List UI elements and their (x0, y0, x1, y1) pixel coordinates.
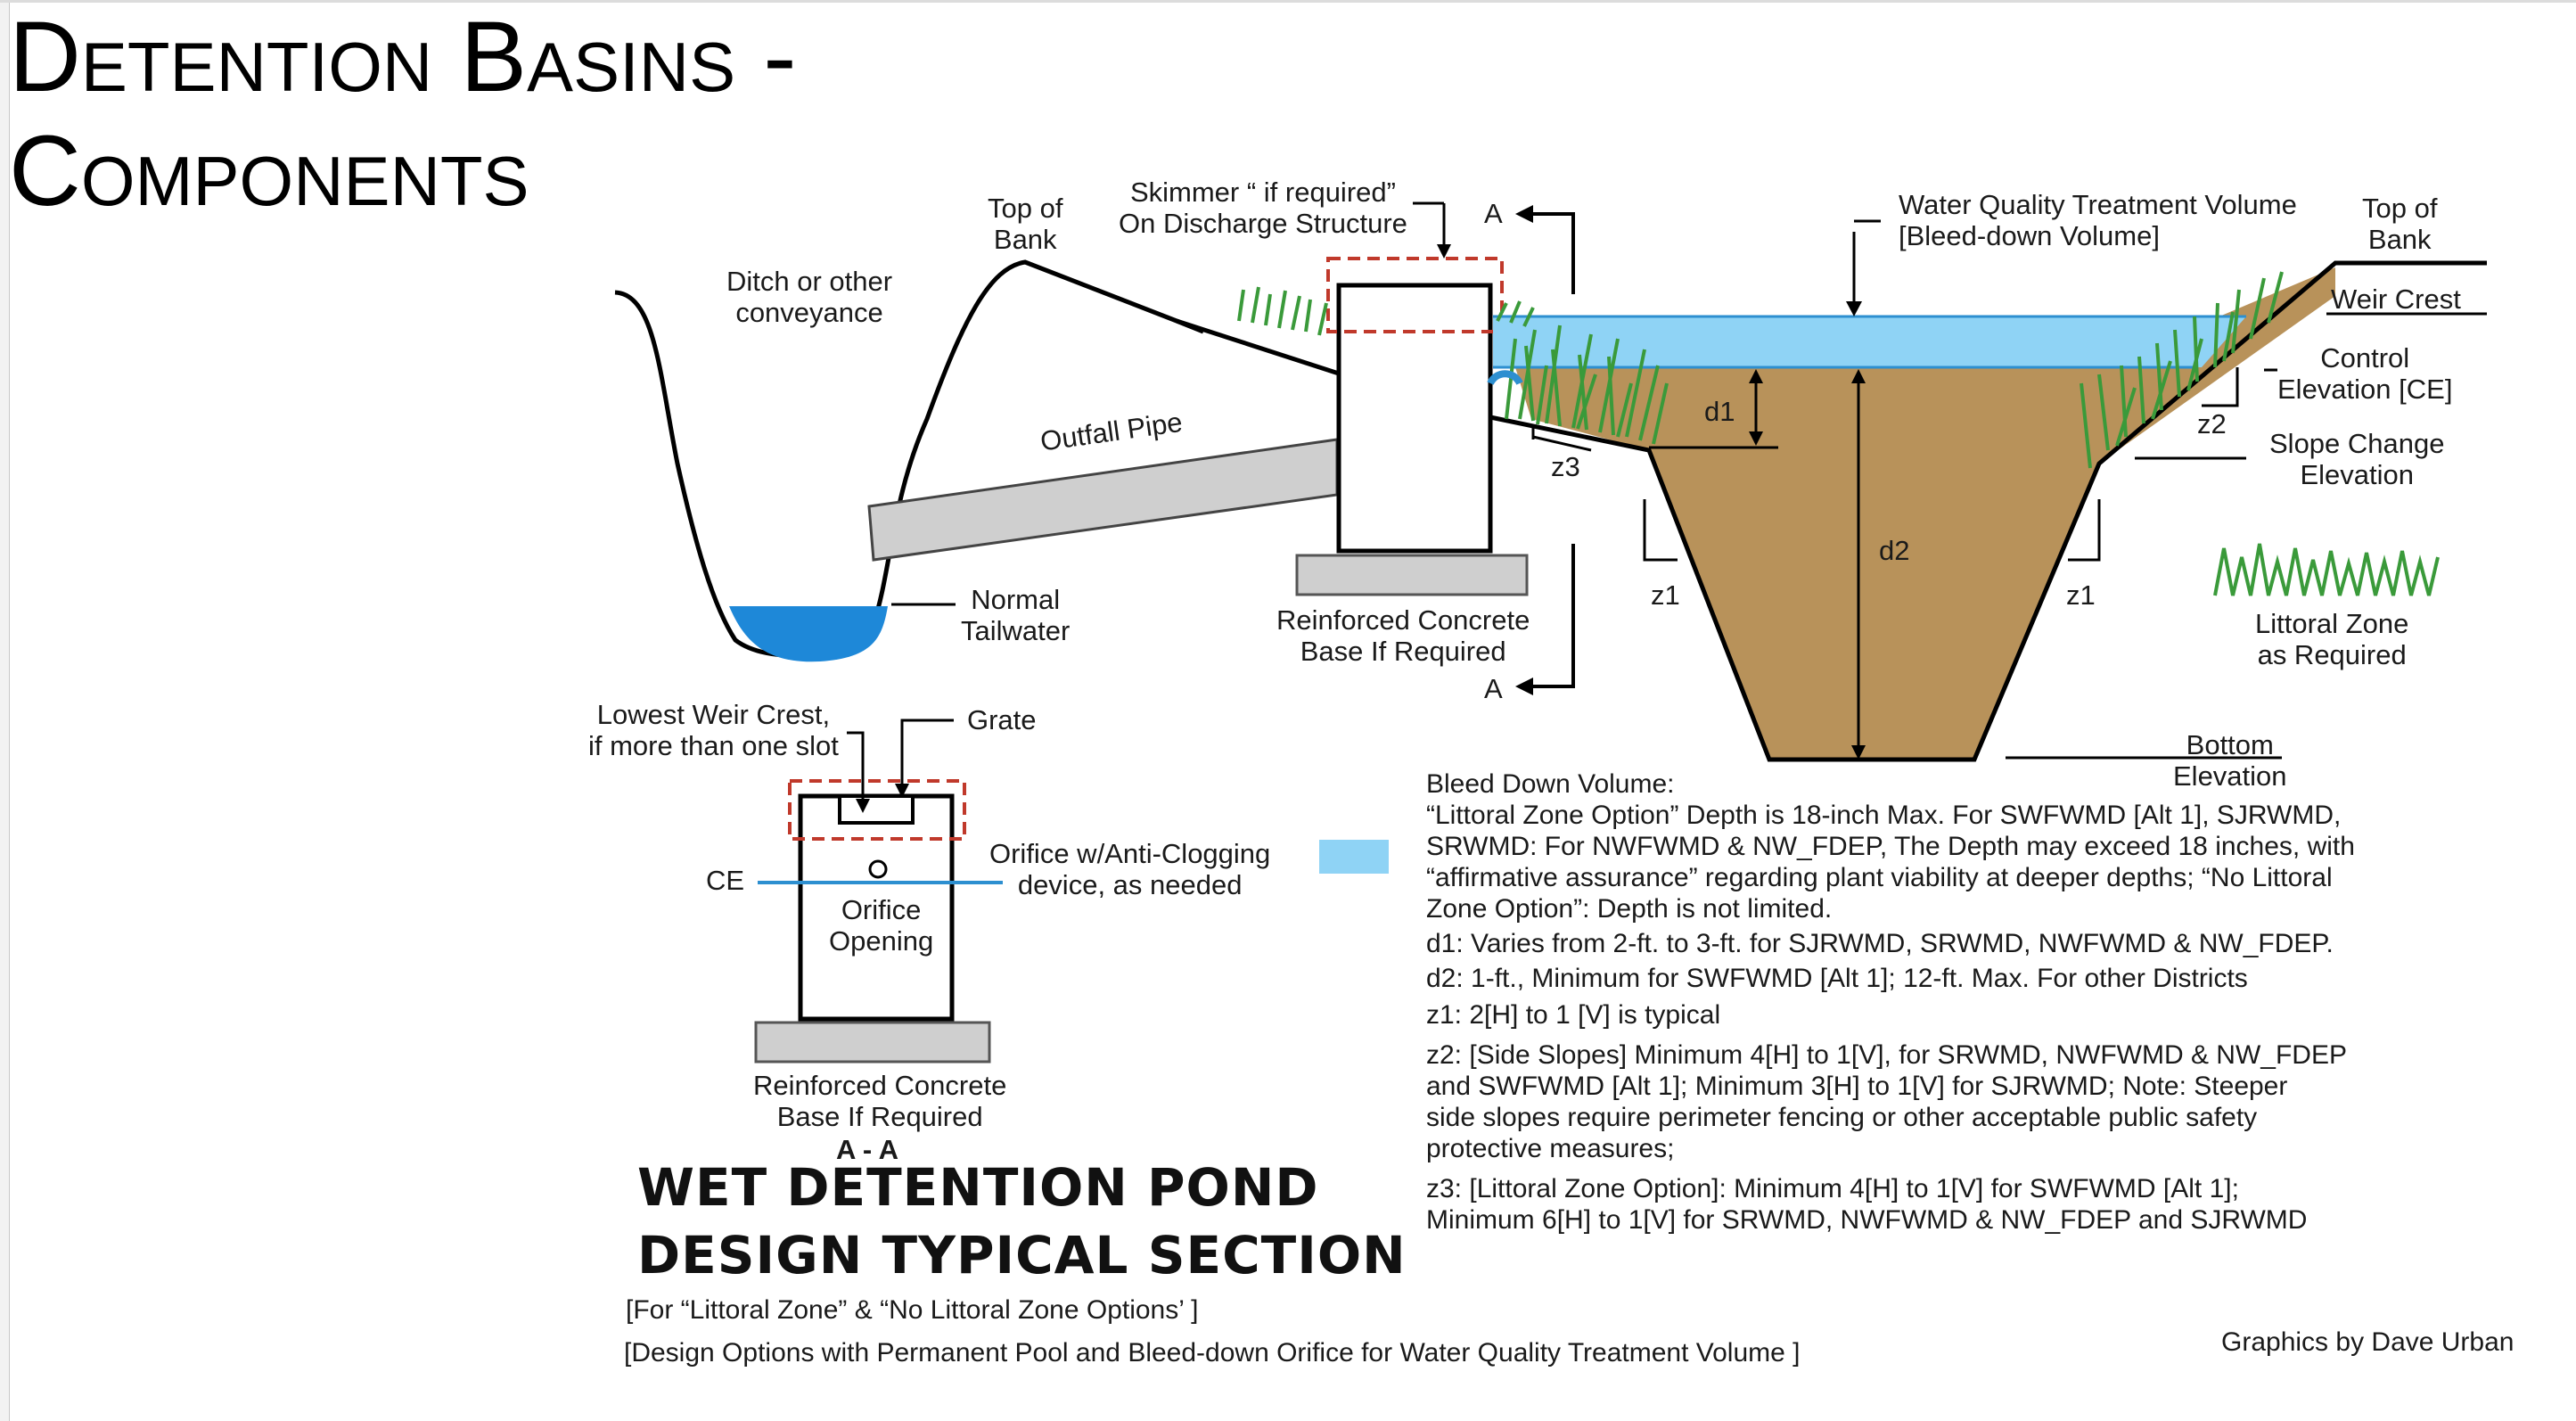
design-notes: Bleed Down Volume: “Littoral Zone Option… (1426, 768, 2355, 1236)
slide-title-line-1: Detention Basins - (9, 1, 797, 112)
detail-orifice (868, 859, 888, 879)
subtitle-line-2: [Design Options with Permanent Pool and … (624, 1338, 1801, 1368)
d1-arrow-bottom (1749, 431, 1763, 446)
leader-lowest-weir (847, 731, 865, 807)
detail-grate (838, 794, 915, 825)
label-skimmer: Skimmer “ if required”On Discharge Struc… (1119, 177, 1407, 239)
littoral-grass-right (2080, 271, 2284, 469)
label-z2: z2 (2197, 408, 2227, 439)
label-grate: Grate (967, 704, 1037, 735)
note-line: Zone Option”: Depth is not limited. (1426, 894, 1833, 924)
section-a-bottom-marker (1522, 544, 1575, 688)
detail-base (754, 1021, 991, 1064)
label-z1-left: z1 (1651, 579, 1680, 611)
detail-weir-box (788, 779, 966, 841)
note-line: z3: [Littoral Zone Option]: Minimum 4[H]… (1426, 1174, 2239, 1203)
label-section-a-bottom: A (1484, 673, 1503, 704)
orifice-marker (1487, 370, 1523, 385)
littoral-grass-left (1505, 324, 1669, 445)
z2-marker (2202, 367, 2239, 407)
heading-line-2: DESIGN TYPICAL SECTION (637, 1225, 1407, 1285)
slide-title-line-2: Components (9, 115, 529, 226)
label-wqtv: Water Quality Treatment Volume[Bleed-dow… (1899, 189, 2297, 251)
note-line: z1: 2[H] to 1 [V] is typical (1426, 1000, 1721, 1030)
arrow-wqtv (1846, 301, 1862, 316)
pond-outline (1489, 260, 2487, 762)
skimmer-box (1326, 257, 1504, 333)
heading-line-1: WET DETENTION POND (637, 1157, 1319, 1218)
label-d1: d1 (1704, 396, 1735, 427)
bleed-down-volume-swatch (1319, 840, 1389, 874)
note-line: Bleed Down Volume: (1426, 769, 1675, 799)
label-z3: z3 (1551, 451, 1580, 482)
note-line: Minimum 6[H] to 1[V] for SRWMD, NWFWMD &… (1426, 1205, 2308, 1235)
graphics-credit: Graphics by Dave Urban (2221, 1327, 2514, 1357)
note-line: z2: [Side Slopes] Minimum 4[H] to 1[V], … (1426, 1040, 2347, 1070)
z1-right-marker (2068, 499, 2101, 562)
d2-arrow-bottom (1851, 745, 1866, 760)
slide-top-border (0, 0, 2576, 3)
label-lowest-weir: Lowest Weir Crest,if more than one slot (588, 699, 839, 761)
bank-left-slope (1176, 318, 1342, 377)
structure-base (1295, 554, 1529, 596)
label-section-aa: A - A (836, 1134, 899, 1165)
slide-frame-edge (0, 0, 10, 1421)
label-ce: CE (706, 865, 745, 896)
subtitle-line-1: [For “Littoral Zone” & “No Littoral Zone… (626, 1295, 1199, 1325)
note-line: d2: 1-ft., Minimum for SWFWMD [Alt 1]; 1… (1426, 964, 2248, 993)
note-line: and SWFWMD [Alt 1]; Minimum 3[H] to 1[V]… (1426, 1072, 2288, 1101)
grass-top-structure (1237, 286, 1535, 336)
note-line: side slopes require perimeter fencing or… (1426, 1103, 2258, 1132)
arrow-grate (895, 784, 909, 798)
note-line: d1: Varies from 2-ft. to 3-ft. for SJRWM… (1426, 929, 2334, 958)
tailwater (729, 606, 888, 662)
label-section-a-top: A (1484, 198, 1503, 229)
section-a-top-arrow (1515, 205, 1533, 223)
label-z1-right: z1 (2066, 579, 2096, 611)
note-line: “Littoral Zone Option” Depth is 18-inch … (1426, 801, 2342, 830)
note-line: protective measures; (1426, 1134, 1675, 1163)
ditch-profile (614, 259, 1204, 658)
control-structure (1336, 283, 1493, 554)
outfall-pipe (867, 438, 1339, 562)
label-d2: d2 (1879, 535, 1910, 566)
section-a-top-marker (1522, 212, 1575, 294)
z3-marker (1531, 428, 1592, 452)
pond-soil (1515, 267, 2335, 760)
arrow-skimmer (1437, 244, 1451, 259)
leader-grate (900, 719, 954, 792)
z1-left-marker (1643, 499, 1678, 562)
arrow-lowest-weir (856, 799, 870, 813)
detail-structure (798, 793, 955, 1022)
note-line: “affirmative assurance” regarding plant … (1426, 863, 2333, 892)
littoral-legend-icon (2213, 543, 2440, 596)
note-line: SRWMD: For NWFWMD & NW_FDEP, The Depth m… (1426, 832, 2355, 861)
section-a-bottom-arrow (1515, 678, 1533, 695)
wqtv-water (1493, 316, 2246, 367)
label-weir-crest: Weir Crest (2331, 283, 2461, 315)
d2-arrow-top (1851, 369, 1866, 383)
d1-arrow-top (1749, 369, 1763, 383)
slide-title: Detention Basins - Components (9, 0, 797, 228)
